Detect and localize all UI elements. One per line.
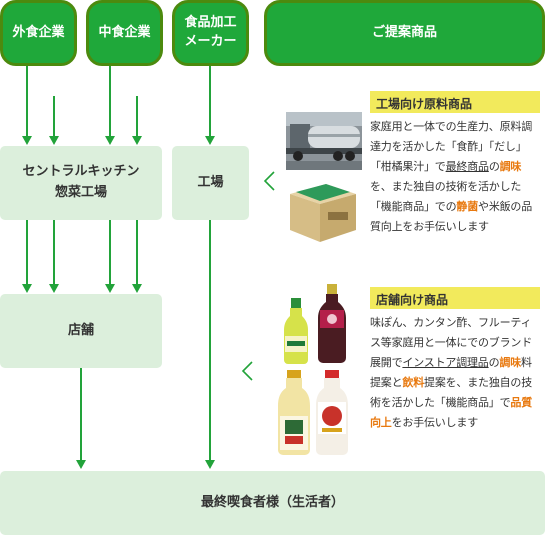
factory-products-title: 工場向け原料商品	[370, 91, 540, 113]
factory-products-description: 家庭用と一体での生産力、原料調達力を活かした「食酢」「だし」「柑橘果汁」で最終商…	[370, 117, 542, 237]
description-segment: 品質向上	[370, 396, 533, 429]
central-kitchen-line2: 惣菜工場	[54, 185, 107, 200]
store-products-title: 店舗向け商品	[370, 287, 540, 309]
store-products-description: 味ぽん、カンタン酢、フルーティス等家庭用と一体にでのブランド展開でインストア調理…	[370, 313, 542, 433]
description-segment: の	[488, 356, 500, 369]
store-box: 店舗	[0, 294, 162, 368]
description-segment: インストア調理品	[402, 356, 489, 369]
tanker-truck-image	[286, 112, 362, 170]
description-segment: 料提案と	[370, 356, 532, 389]
description-segment: 最終商品	[445, 160, 489, 173]
arrow-head	[105, 136, 115, 145]
consumer-box: 最終喫食者様（生活者）	[0, 471, 545, 535]
store-label: 店舗	[67, 322, 94, 338]
arrow-head	[22, 136, 32, 145]
arrow-head	[76, 460, 86, 469]
factory-label: 工場	[197, 174, 224, 190]
description-segment: 静菌	[456, 200, 479, 213]
arrow-head	[132, 284, 142, 293]
arrow-head	[205, 136, 215, 145]
description-segment: 調味	[499, 160, 522, 173]
bottle-image	[278, 370, 310, 455]
factory-products-title-text: 工場向け原料商品	[376, 97, 473, 111]
description-segment: 調味	[499, 356, 522, 369]
header-shokuhin-line1: 食品加工	[184, 15, 237, 31]
cardboard-box-image	[290, 184, 356, 242]
header-gaishoku: 外食企業	[0, 0, 77, 66]
description-segment: 味ぽん、カンタン酢、フルーティス等家庭用と一体にでのブランド展開で	[370, 316, 532, 369]
bottle-image	[284, 298, 308, 364]
header-gaishoku-label: 外食企業	[12, 24, 65, 40]
header-proposal: ご提案商品	[264, 0, 545, 66]
header-proposal-label: ご提案商品	[371, 24, 437, 40]
arrow-head	[49, 284, 59, 293]
header-shokuhin-line2: メーカー	[184, 34, 237, 49]
consumer-label: 最終喫食者様（生活者）	[200, 494, 344, 510]
bottle-image	[318, 284, 346, 363]
description-segment: 提案を、また独自の技術を活かした「機能商品」で	[370, 376, 533, 409]
description-segment: や米飯の品質向上をお手伝いします	[370, 200, 533, 233]
central-kitchen-line1: セントラルキッチン	[22, 164, 140, 180]
chevron-left-icon	[263, 171, 275, 191]
arrow-head	[22, 284, 32, 293]
header-chushoku-label: 中食企業	[98, 24, 151, 40]
description-segment: 飲料	[402, 376, 425, 389]
arrow-head	[105, 284, 115, 293]
description-segment: の	[488, 160, 500, 173]
description-segment: をお手伝いします	[391, 416, 479, 429]
arrow-head	[205, 460, 215, 469]
header-chushoku: 中食企業	[86, 0, 163, 66]
chevron-left-icon	[241, 361, 253, 381]
factory-box: 工場	[172, 146, 249, 220]
description-segment: を、また独自の技術を活かした「機能商品」での	[370, 180, 522, 213]
store-products-title-text: 店舗向け商品	[376, 293, 449, 307]
arrow-head	[132, 136, 142, 145]
central-kitchen-box: セントラルキッチン 惣菜工場	[0, 146, 162, 220]
description-segment: 家庭用と一体での生産力、原料調達力を活かした「食酢」「だし」「柑橘果汁」で	[370, 120, 532, 173]
arrow-head	[49, 136, 59, 145]
header-shokuhin: 食品加工 メーカー	[172, 0, 249, 66]
bottle-image	[316, 370, 348, 455]
